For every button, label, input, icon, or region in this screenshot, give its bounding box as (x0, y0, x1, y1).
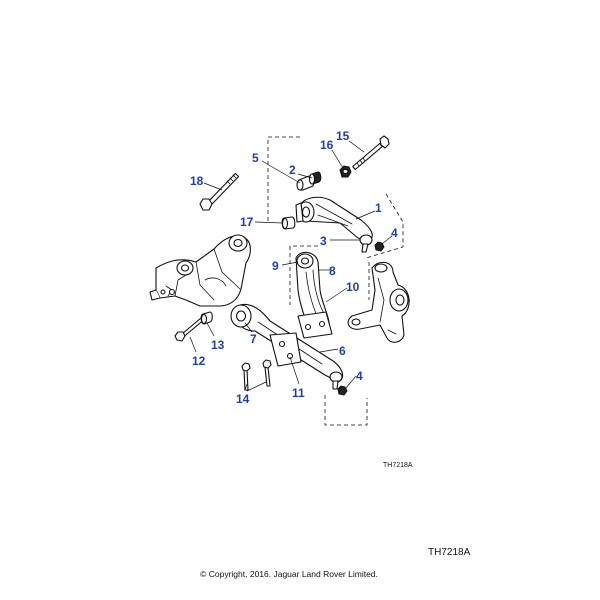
bolts-14 (241, 359, 272, 391)
nut-16 (339, 165, 352, 178)
long-bolt-15 (352, 135, 390, 171)
callout-2: 2 (289, 163, 296, 177)
upper-ball-joint-3 (359, 234, 373, 253)
callout-11: 11 (292, 386, 305, 400)
callout-13: 13 (211, 338, 225, 352)
callout-5: 5 (252, 151, 259, 165)
nut-13 (200, 311, 213, 325)
subframe (149, 234, 251, 307)
callout-12: 12 (192, 354, 206, 368)
callout-15: 15 (336, 129, 350, 143)
callout-4-lower: 4 (356, 369, 363, 383)
nut-4-upper (374, 241, 385, 252)
callout-9: 9 (272, 259, 279, 273)
leader-lines (189, 140, 393, 392)
callout-16: 16 (320, 138, 334, 152)
callout-14: 14 (236, 392, 250, 406)
upper-arm-bushing-2 (308, 171, 322, 185)
callout-4-upper: 4 (391, 226, 398, 240)
bolt-12 (174, 317, 204, 342)
bracket-10 (297, 311, 333, 339)
bolt-18 (199, 172, 240, 211)
callout-6: 6 (339, 344, 346, 358)
nut-4-lower (337, 385, 348, 396)
upper-control-arm (295, 196, 373, 242)
lower-arm-group-outline (289, 245, 370, 426)
lower-ball-joint-6 (329, 371, 343, 390)
plate-11 (269, 332, 302, 367)
callout-17: 17 (240, 215, 254, 229)
callout-3: 3 (320, 234, 327, 248)
figure-code: TH7218A (428, 547, 471, 558)
copyright-notice: © Copyright, 2016. Jaguar Land Rover Lim… (200, 569, 378, 579)
callout-10: 10 (346, 280, 360, 294)
link-bushing-9 (296, 253, 314, 269)
callout-1: 1 (375, 201, 382, 215)
callout-18: 18 (190, 174, 204, 188)
upper-arm-group-outline (267, 136, 404, 259)
bushing-17 (281, 216, 296, 230)
callout-8: 8 (329, 264, 336, 278)
steering-knuckle (347, 261, 410, 343)
figure-code-small: TH7218A (383, 462, 413, 469)
callout-7: 7 (250, 332, 257, 346)
callouts: 1 2 3 4 4 5 6 7 8 9 10 11 12 13 14 15 16… (190, 129, 398, 406)
